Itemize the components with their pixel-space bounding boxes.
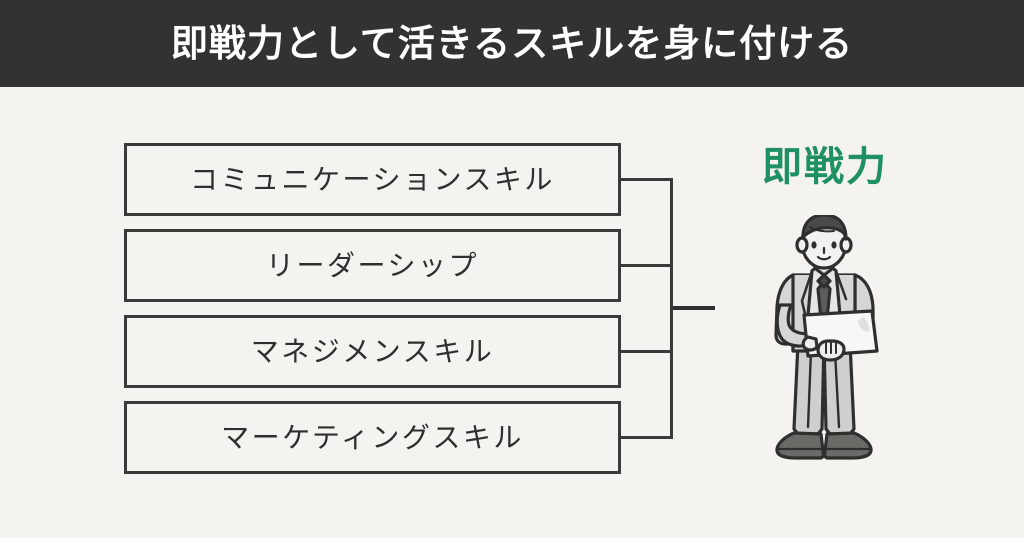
skill-box: コミュニケーションスキル — [124, 143, 621, 216]
connector-line-vertical — [670, 178, 673, 439]
skill-box: リーダーシップ — [124, 229, 621, 302]
skill-label: マーケティングスキル — [221, 421, 524, 453]
page-title: 即戦力として活きるスキルを身に付ける — [170, 23, 854, 64]
skill-label: マネジメンスキル — [250, 335, 495, 367]
connector-line-horizontal — [621, 264, 673, 267]
connector-line-horizontal — [621, 436, 673, 439]
header-bar — [0, 0, 1024, 87]
result-heading: 即戦力 — [762, 145, 888, 189]
skill-label: リーダーシップ — [266, 249, 479, 281]
connector-line-horizontal — [621, 350, 673, 353]
skill-box: マーケティングスキル — [124, 401, 621, 474]
connector-line-stub — [673, 306, 715, 310]
businessman-with-laptop-icon — [760, 215, 900, 471]
connector-line-horizontal — [621, 178, 673, 181]
skill-label: コミュニケーションスキル — [190, 163, 555, 195]
skill-box: マネジメンスキル — [124, 315, 621, 388]
